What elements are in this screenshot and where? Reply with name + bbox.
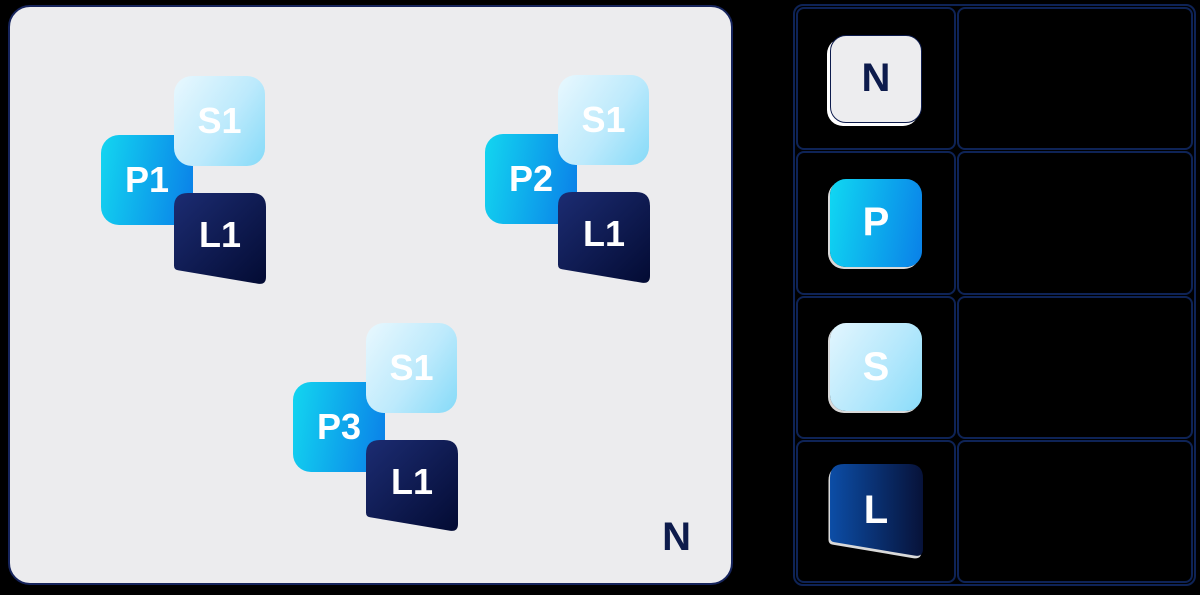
l1-flag-group1: L1 xyxy=(174,193,266,286)
flag-shape-icon xyxy=(366,440,458,531)
legend-description-cell-n xyxy=(957,7,1193,151)
s1-box-group2: S1 xyxy=(558,75,649,165)
l1-label-group1: L1 xyxy=(198,214,241,255)
legend-icon-cell-l: L xyxy=(796,439,956,583)
s1-label-group1: S1 xyxy=(197,100,242,141)
legend-icon-cell-p: P xyxy=(796,151,956,295)
legend-icon-cell-n: N xyxy=(796,7,956,151)
p-icon-letter: P xyxy=(862,200,890,245)
l1-label-group3: L1 xyxy=(390,461,433,502)
n-icon-letter: N xyxy=(861,56,891,101)
flag-shape-icon xyxy=(558,192,650,283)
s1-box-group1: S1 xyxy=(174,76,265,166)
node-group-3: P3 S1 L1 xyxy=(293,323,459,563)
legend-table: N P S L xyxy=(793,4,1196,586)
n-node-icon: N xyxy=(830,34,922,123)
l-flag-icon: L xyxy=(827,463,925,559)
legend-icon-cell-s: S xyxy=(796,295,956,439)
p3-label: P3 xyxy=(316,406,362,447)
s1-box-group3: S1 xyxy=(366,323,457,413)
s-node-icon: S xyxy=(830,323,922,412)
legend-description-cell-s xyxy=(957,295,1193,439)
legend-description-cell-l xyxy=(957,439,1193,583)
network-panel: P1 S1 L1 P2 S1 L1 xyxy=(8,5,733,585)
s-icon-letter: S xyxy=(862,344,890,389)
p2-label: P2 xyxy=(508,158,554,199)
node-group-2: P2 S1 L1 xyxy=(485,75,651,315)
panel-corner-label: N xyxy=(662,515,691,559)
node-group-1: P1 S1 L1 xyxy=(101,76,267,316)
l1-flag-group2: L1 xyxy=(558,192,650,285)
l1-flag-group3: L1 xyxy=(366,440,458,533)
p1-label: P1 xyxy=(124,159,170,200)
s1-label-group3: S1 xyxy=(389,347,434,388)
l-icon-letter: L xyxy=(863,487,889,532)
l1-label-group2: L1 xyxy=(582,213,625,254)
flag-shape-icon xyxy=(827,463,923,559)
s1-label-group2: S1 xyxy=(581,99,626,140)
flag-shape-icon xyxy=(174,193,266,284)
legend-description-cell-p xyxy=(957,151,1193,295)
p-node-icon: P xyxy=(830,178,922,267)
